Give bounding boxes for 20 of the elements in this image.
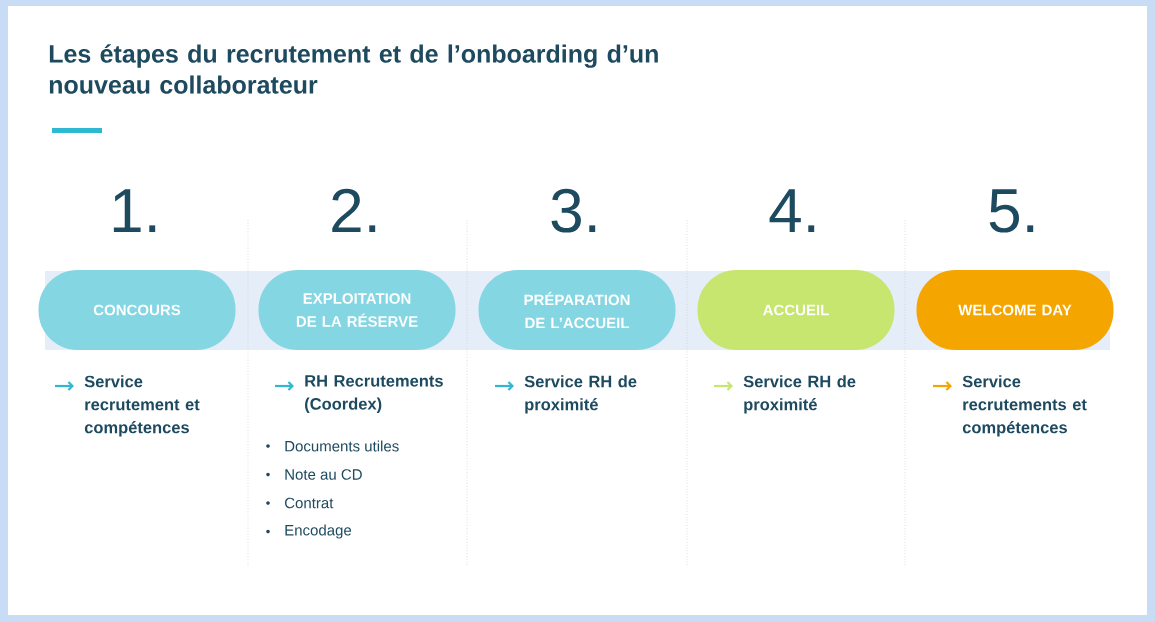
step-number: 3.	[551, 188, 596, 233]
responsible-service: Service RH de proximité	[524, 375, 637, 414]
step-pill: CONCOURS	[38, 270, 236, 350]
step-number: 5.	[989, 189, 1034, 233]
step-pill: EXPLOITATION DE LA RÉSERVE	[258, 270, 456, 350]
bullet-item: Encodage	[285, 524, 352, 539]
responsible-service: Service RH de proximité	[743, 375, 856, 414]
responsible-service: Service recrutement et compétences	[84, 375, 200, 437]
step-number: 1.	[113, 189, 156, 232]
responsible-service: Service recrutements et compétences	[962, 375, 1087, 437]
step-number: 2.	[332, 188, 376, 232]
responsible-service: RH Recrutements (Coordex)	[305, 375, 443, 413]
bullet-item: Documents utiles	[285, 440, 399, 452]
step-pill: ACCUEIL	[697, 270, 895, 350]
step-number: 4.	[769, 189, 815, 232]
title: Les étapes du recrutement et de l’onboarding d’un nouveau collaborateur	[49, 44, 658, 94]
bullet-item: Note au CD	[285, 469, 362, 480]
step-pill: WELCOME DAY	[916, 270, 1114, 350]
bullet-item: Contrat	[285, 497, 334, 509]
step-pill: PRÉPARATION DE L’ACCUEIL	[478, 270, 676, 350]
